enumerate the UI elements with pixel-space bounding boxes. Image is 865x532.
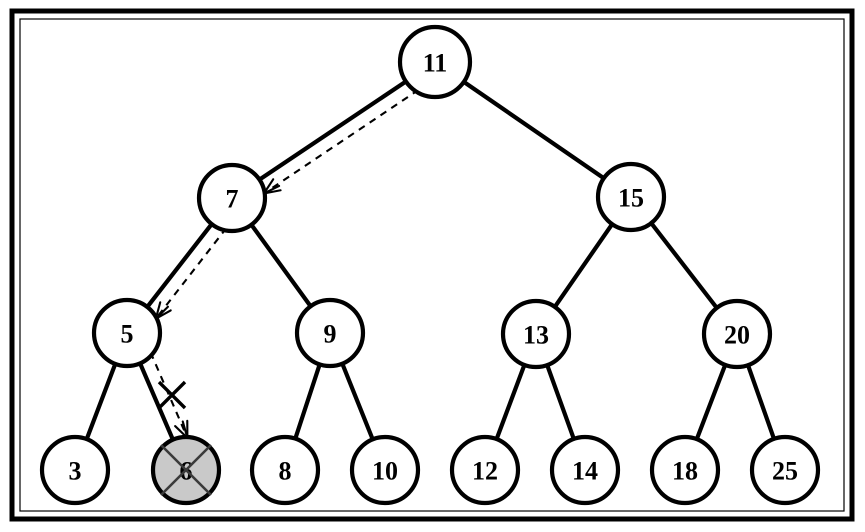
node-label-7: 7 [226,185,239,214]
tree-node-15[interactable]: 15 [595,161,667,233]
node-circle-13 [500,298,572,370]
tree-edge-9-8 [292,360,323,443]
tree-edge-7-5 [143,220,216,311]
tree-node-5[interactable]: 5 [91,297,163,369]
tree-node-9[interactable]: 9 [294,297,366,369]
node-label-13: 13 [523,321,549,350]
tree-node-10[interactable]: 10 [349,434,421,506]
tree-node-7[interactable]: 7 [196,162,268,234]
node-label-3: 3 [69,457,82,486]
removed-edge-cross-stroke-1 [157,380,187,410]
tree-node-25[interactable]: 25 [749,434,821,506]
tree-edge-11-15 [460,78,608,182]
search-path-layer [149,88,420,439]
node-label-10: 10 [372,457,398,486]
tree-edge-20-25 [745,361,777,443]
node-circle-20 [701,298,773,370]
tree-edge-15-20 [647,219,721,312]
edges-layer [83,78,777,444]
nodes-layer: 117155913203681012141825 [39,24,821,506]
node-circle-3 [39,434,111,506]
node-label-11: 11 [423,49,448,78]
tree-edge-5-3 [83,359,119,444]
tree-edge-7-9 [248,220,314,311]
tree-node-8[interactable]: 8 [249,434,321,506]
node-label-14: 14 [572,457,598,486]
node-circle-10 [349,434,421,506]
tree-node-12[interactable]: 12 [449,434,521,506]
node-circle-25 [749,434,821,506]
node-circle-12 [449,434,521,506]
tree-node-14[interactable]: 14 [549,434,621,506]
annotation-marks-layer [157,380,187,410]
figure-border-inner [19,18,845,512]
node-label-20: 20 [724,321,750,350]
node-circle-8 [249,434,321,506]
tree-edge-9-10 [339,359,376,444]
tree-edge-15-13 [551,220,616,311]
node-label-15: 15 [618,184,644,213]
node-circle-9 [294,297,366,369]
node-circle-15 [595,161,667,233]
tree-edge-13-14 [544,361,577,443]
tree-edge-20-18 [693,360,729,444]
tree-node-13[interactable]: 13 [500,298,572,370]
figure-border [9,8,855,522]
deleted-node-cross-stroke-1 [160,444,212,496]
node-circle-5 [91,297,163,369]
node-circle-11 [397,24,473,100]
tree-edge-5-6 [137,359,176,444]
node-label-8: 8 [279,457,292,486]
node-label-25: 25 [772,457,798,486]
node-label-18: 18 [672,457,698,486]
search-path-5-to-6 [149,351,189,439]
tree-edge-13-12 [493,360,528,444]
search-path-11-to-7 [263,88,420,195]
search-path-7-to-5 [155,227,228,320]
node-circle-7 [196,162,268,234]
node-circle-18 [649,434,721,506]
tree-edge-11-7 [255,78,410,183]
node-label-12: 12 [472,457,498,486]
tree-node-11[interactable]: 11 [397,24,473,100]
node-circle-14 [549,434,621,506]
node-label-5: 5 [121,320,134,349]
tree-node-20[interactable]: 20 [701,298,773,370]
node-label-9: 9 [324,320,337,349]
tree-node-18[interactable]: 18 [649,434,721,506]
tree-node-3[interactable]: 3 [39,434,111,506]
